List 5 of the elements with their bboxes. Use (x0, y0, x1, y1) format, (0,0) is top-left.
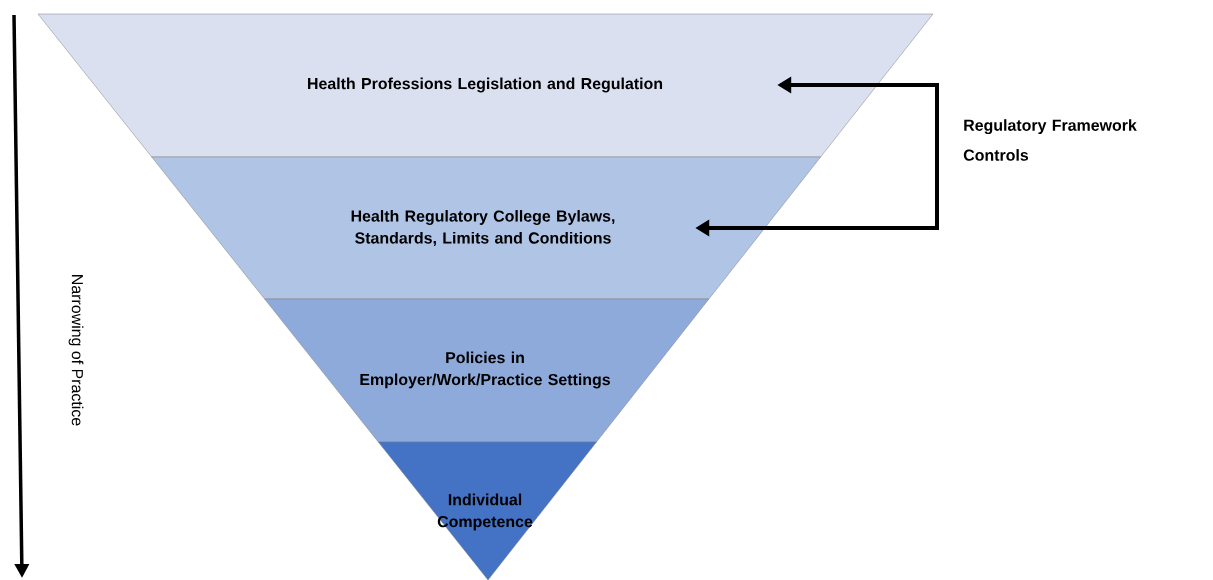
pyramid-band: Health Professions Legislation and Regulation (37, 13, 934, 158)
pyramid-band: Policies in Employer/Work/Practice Settings (264, 298, 710, 443)
axis-label: Narrowing of Practice (68, 275, 84, 426)
pyramid-band: Health Regulatory College Bylaws, Standards, Limits and Conditions (151, 156, 821, 300)
bracket-label: Regulatory Framework Controls (963, 119, 1137, 161)
